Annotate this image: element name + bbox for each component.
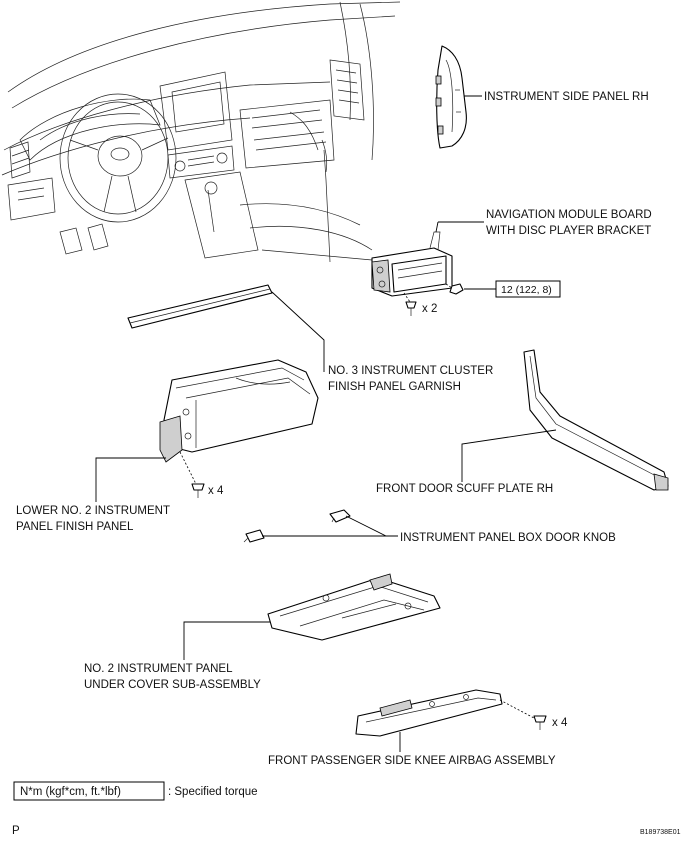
knob-label: INSTRUMENT PANEL BOX DOOR KNOB (400, 532, 616, 544)
nav-label-line2: WITH DISC PLAYER BRACKET (486, 225, 651, 237)
box-door-knob-left (243, 529, 265, 543)
legend-unit: N*m (kgf*cm, ft.*lbf) (20, 786, 121, 798)
finish-screw-dash (179, 451, 197, 485)
under-cover-leader (183, 621, 270, 660)
front-door-scuff-plate-rh (523, 349, 669, 491)
instrument-side-panel-rh (435, 45, 467, 149)
box-door-knob-right (329, 509, 351, 523)
nav-screw-dash (403, 292, 411, 303)
page-mark: P (12, 825, 20, 837)
nut-dash (445, 283, 453, 289)
lower-finish-panel (159, 359, 319, 463)
finish-qty: x 4 (208, 485, 224, 497)
finish-screw-icon (191, 483, 205, 498)
nut-icon (449, 283, 464, 295)
finish-label-line2: PANEL FINISH PANEL (16, 521, 134, 533)
figure-code: B189738E01 (640, 829, 681, 836)
finish-leader (95, 457, 166, 502)
torque-value: 12 (122, 8) (501, 284, 552, 296)
navigation-module-board (371, 231, 453, 297)
knob-leader-right (345, 515, 387, 537)
finish-label-line1: LOWER NO. 2 INSTRUMENT (16, 505, 170, 517)
legend-torque-box (13, 781, 165, 801)
nav-leader-v (435, 221, 439, 233)
garnish-label-line2: FINISH PANEL GARNISH (328, 381, 461, 393)
scuff-label: FRONT DOOR SCUFF PLATE RH (376, 483, 553, 495)
garnish-label-line1: NO. 3 INSTRUMENT CLUSTER (328, 365, 493, 377)
nav-qty: x 2 (422, 303, 437, 315)
airbag-qty: x 4 (552, 717, 568, 729)
knee-airbag-assembly (355, 689, 503, 737)
legend-text: : Specified torque (168, 786, 258, 798)
under-cover-label-line2: UNDER COVER SUB-ASSEMBLY (84, 679, 261, 691)
dashboard-illustration (1, 1, 401, 263)
airbag-label: FRONT PASSENGER SIDE KNEE AIRBAG ASSEMBL… (268, 755, 556, 767)
finish-panel-garnish (127, 284, 273, 329)
airbag-screw-icon (533, 715, 547, 730)
side-panel-label: INSTRUMENT SIDE PANEL RH (484, 91, 649, 103)
under-cover-label-line1: NO. 2 INSTRUMENT PANEL (84, 663, 233, 675)
nav-label-line1: NAVIGATION MODULE BOARD (486, 209, 652, 221)
under-cover-sub-assembly (267, 573, 441, 641)
torque-box (495, 280, 561, 298)
nav-screw-icon (405, 301, 417, 316)
airbag-screw-dash (499, 699, 535, 719)
garnish-leader (271, 291, 325, 372)
scuff-leader (461, 429, 557, 482)
